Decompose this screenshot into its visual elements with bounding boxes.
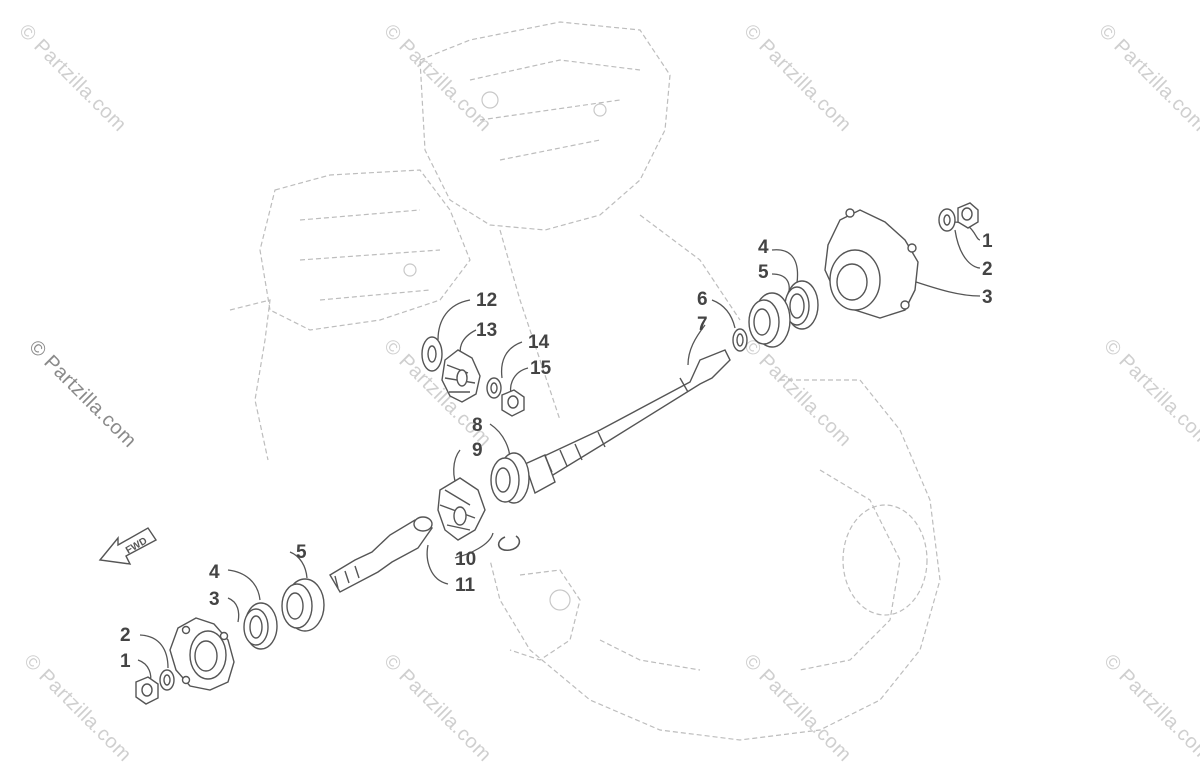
hub-flange-front (824, 208, 919, 319)
washer-rear (159, 669, 175, 691)
washer-front (938, 208, 956, 232)
pinion-shaft (329, 516, 434, 593)
callout-rear-4: 4 (209, 562, 220, 583)
engine-ghost-bolts (403, 91, 607, 611)
bearing-rear (281, 578, 325, 632)
callout-14: 14 (528, 332, 550, 353)
engine-ghost-outline (229, 21, 941, 741)
drive-shaft (524, 349, 731, 495)
callout-10: 10 (455, 549, 477, 570)
nut-front (957, 202, 979, 229)
callout-rear-5: 5 (296, 542, 307, 563)
bevel-gear (437, 477, 486, 541)
callout-rear-3: 3 (209, 589, 220, 610)
circlip (497, 535, 521, 551)
callout-front-4: 4 (758, 237, 769, 258)
callout-front-5: 5 (758, 262, 769, 283)
oil-seal-front (784, 280, 819, 330)
callout-front-2: 2 (982, 259, 993, 280)
nut-rear (135, 676, 159, 705)
callout-rear-2: 2 (120, 625, 131, 646)
fwd-arrow-icon (98, 527, 158, 565)
callout-7: 7 (697, 314, 708, 335)
callout-13: 13 (476, 320, 498, 341)
washer-6 (732, 328, 748, 352)
callout-8: 8 (472, 415, 483, 436)
washer-12 (421, 336, 443, 372)
callout-front-3: 3 (982, 287, 993, 308)
pinion-gear-13 (441, 349, 481, 403)
callout-11: 11 (455, 575, 476, 596)
bearing-middle (490, 452, 530, 504)
callout-12: 12 (476, 290, 498, 311)
oil-seal-rear (243, 602, 278, 650)
callout-front-1: 1 (982, 231, 993, 252)
callout-rear-1: 1 (120, 651, 131, 672)
leader-lines (137, 221, 981, 683)
washer-14 (486, 377, 502, 399)
hub-flange-rear (169, 617, 235, 691)
callout-15: 15 (530, 358, 552, 379)
nut-15 (501, 389, 525, 417)
callout-9: 9 (472, 440, 483, 461)
callout-6: 6 (697, 289, 708, 310)
bearing-front (748, 292, 791, 348)
